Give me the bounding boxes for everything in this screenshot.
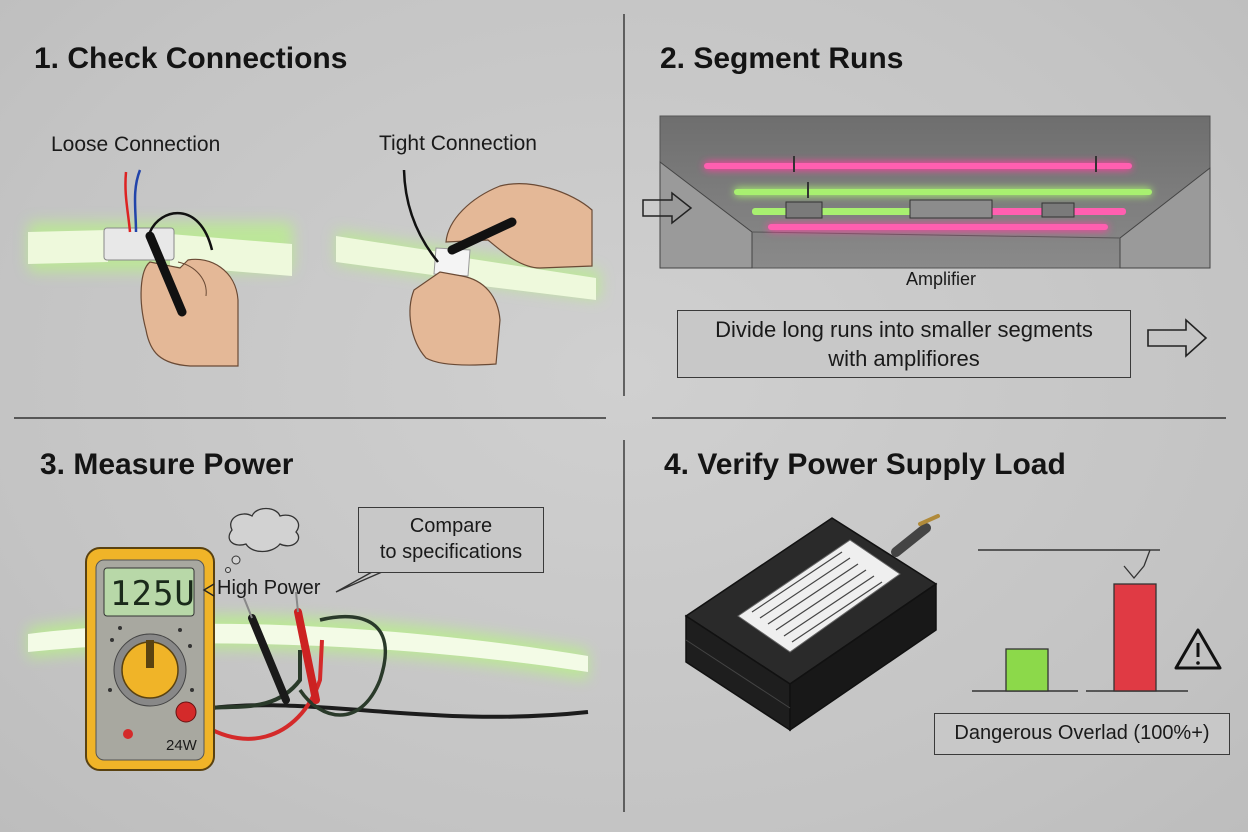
supply-label-sticker — [737, 539, 901, 653]
compare-callout-line-2: to specifications — [379, 541, 523, 563]
load-chart — [972, 549, 1188, 692]
amplifier-label: Amplifier — [906, 269, 977, 289]
neon-run-green-1 — [734, 188, 1152, 196]
loose-connection-label: Loose Connection — [51, 133, 221, 156]
panel-4-title: 4. Verify Power Supply Load — [664, 448, 1066, 481]
segment-note-line-1: Divide long runs into smaller segments — [715, 317, 1093, 342]
arrow-icon — [642, 191, 693, 225]
segment-note-box: Divide long runs into smaller segments w… — [677, 310, 1131, 378]
compare-callout-line-1: Compare — [409, 515, 493, 537]
neon-run-pink-top — [704, 162, 1132, 170]
loose-connection-illustration — [28, 169, 293, 367]
red-probe — [294, 591, 320, 704]
tight-connection-label: Tight Connection — [379, 132, 537, 155]
high-power-label: High Power — [217, 577, 321, 599]
load-bar-overload — [1113, 583, 1157, 692]
multimeter — [85, 547, 215, 771]
load-bar-normal — [1005, 648, 1049, 692]
overload-label: Dangerous Overlad (100%+) — [954, 722, 1210, 744]
panel-2-title: 2. Segment Runs — [660, 42, 904, 75]
black-probe — [243, 597, 290, 704]
meter-display — [103, 567, 195, 617]
compare-callout: Compare to specifications — [358, 507, 544, 573]
panel-dividers — [14, 14, 1226, 812]
meter-wattage-label: 24W — [166, 737, 197, 754]
power-supply-illustration — [684, 514, 940, 732]
warning-icon — [1174, 628, 1222, 670]
arrow-right-icon — [1147, 318, 1208, 358]
panel-3-title: 3. Measure Power — [40, 448, 294, 481]
segment-runs-room — [642, 115, 1211, 269]
power-plug — [918, 514, 940, 526]
panel-1-title: 1. Check Connections — [34, 42, 348, 75]
neon-run-pink-bottom — [768, 224, 1108, 231]
thought-cloud-icon — [228, 507, 300, 553]
tight-connection-illustration — [336, 169, 600, 366]
amplifier-box — [909, 199, 993, 219]
segment-note-line-2: with amplifiores — [828, 346, 980, 371]
overload-label-box: Dangerous Overlad (100%+) — [934, 713, 1230, 755]
meter-display-value: 125U — [110, 574, 196, 614]
